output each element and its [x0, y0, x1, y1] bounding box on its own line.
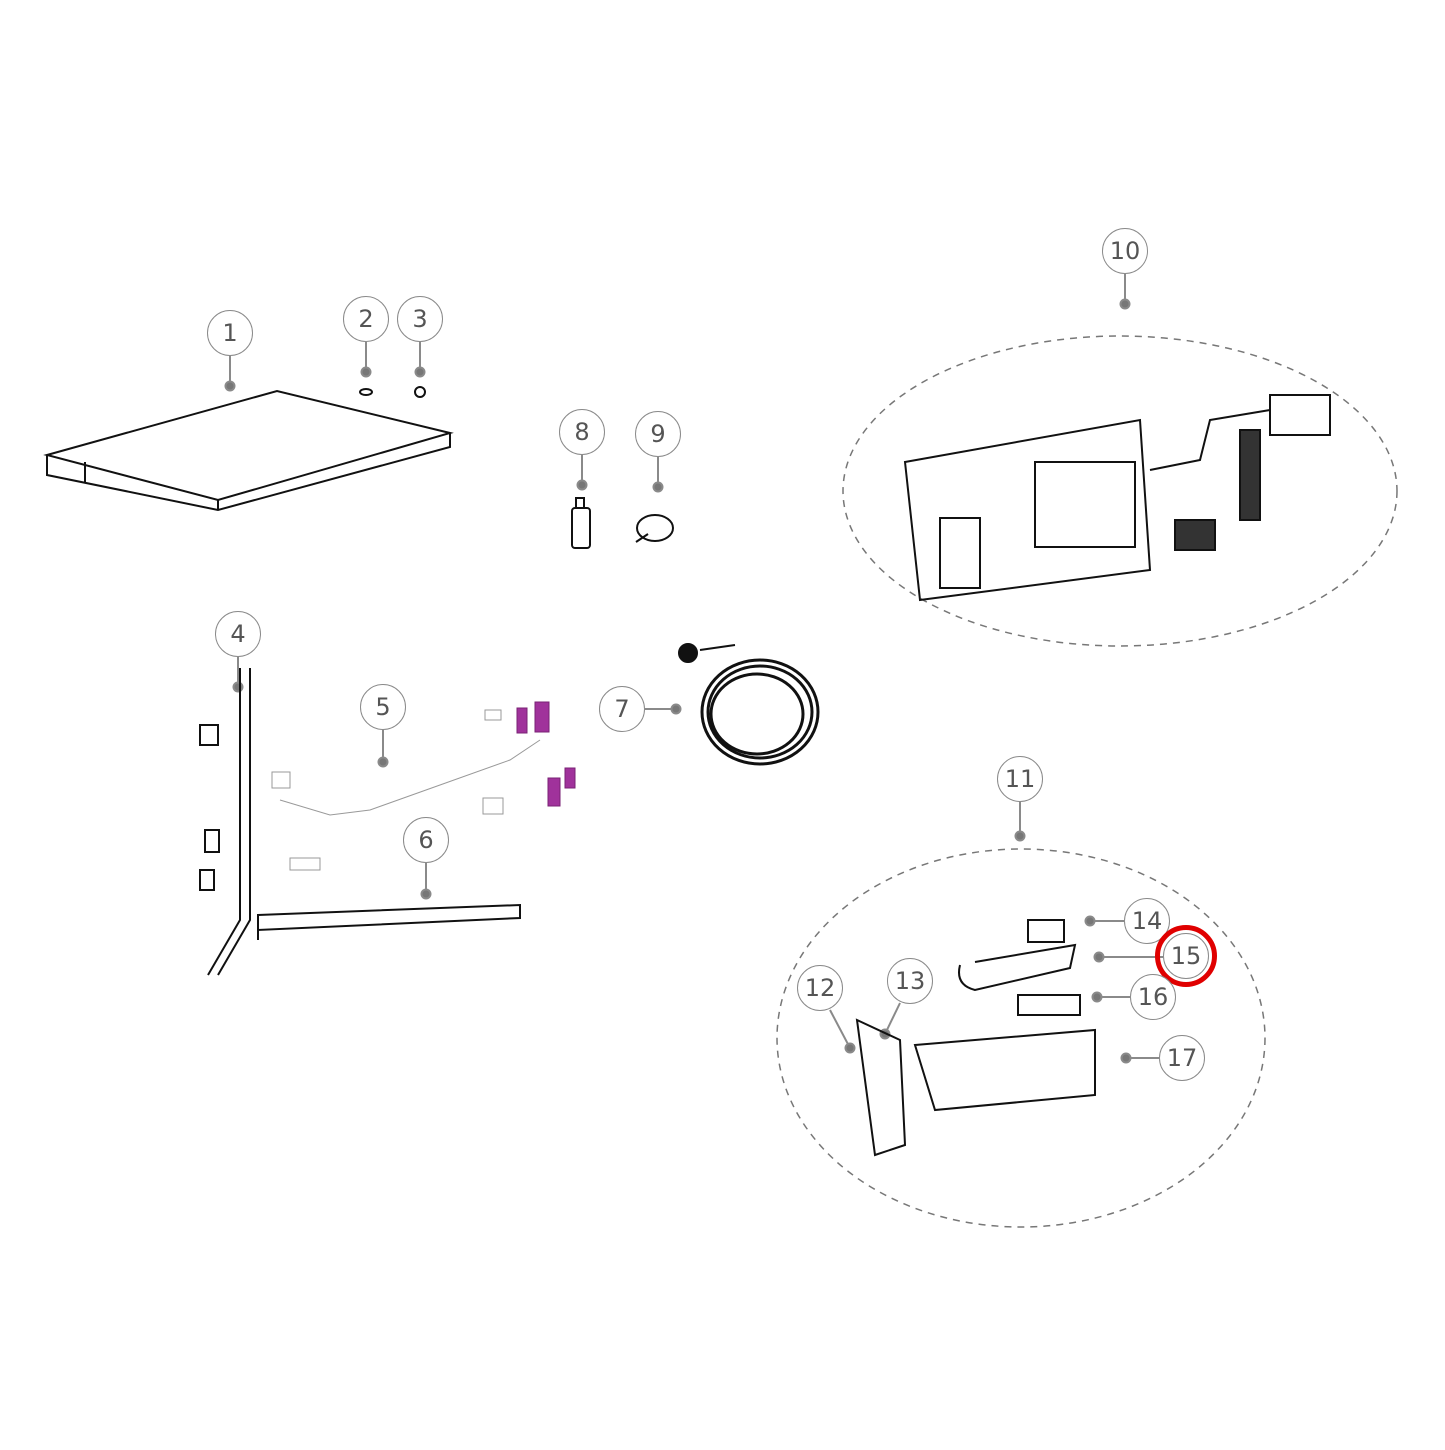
callout-6[interactable]: 6: [403, 817, 449, 863]
callout-13[interactable]: 13: [887, 958, 933, 1004]
callout-15-highlighted[interactable]: 15: [1155, 925, 1217, 987]
callout-12[interactable]: 12: [797, 965, 843, 1011]
callout-2[interactable]: 2: [343, 296, 389, 342]
callout-4[interactable]: 4: [215, 611, 261, 657]
callout-17[interactable]: 17: [1159, 1035, 1205, 1081]
callout-5[interactable]: 5: [360, 684, 406, 730]
callout-11[interactable]: 11: [997, 756, 1043, 802]
callout-1[interactable]: 1: [207, 310, 253, 356]
callout-7[interactable]: 7: [599, 686, 645, 732]
callout-3[interactable]: 3: [397, 296, 443, 342]
callout-14[interactable]: 14: [1124, 898, 1170, 944]
callout-9[interactable]: 9: [635, 411, 681, 457]
callout-10[interactable]: 10: [1102, 228, 1148, 274]
callout-8[interactable]: 8: [559, 409, 605, 455]
callout-16[interactable]: 16: [1130, 974, 1176, 1020]
